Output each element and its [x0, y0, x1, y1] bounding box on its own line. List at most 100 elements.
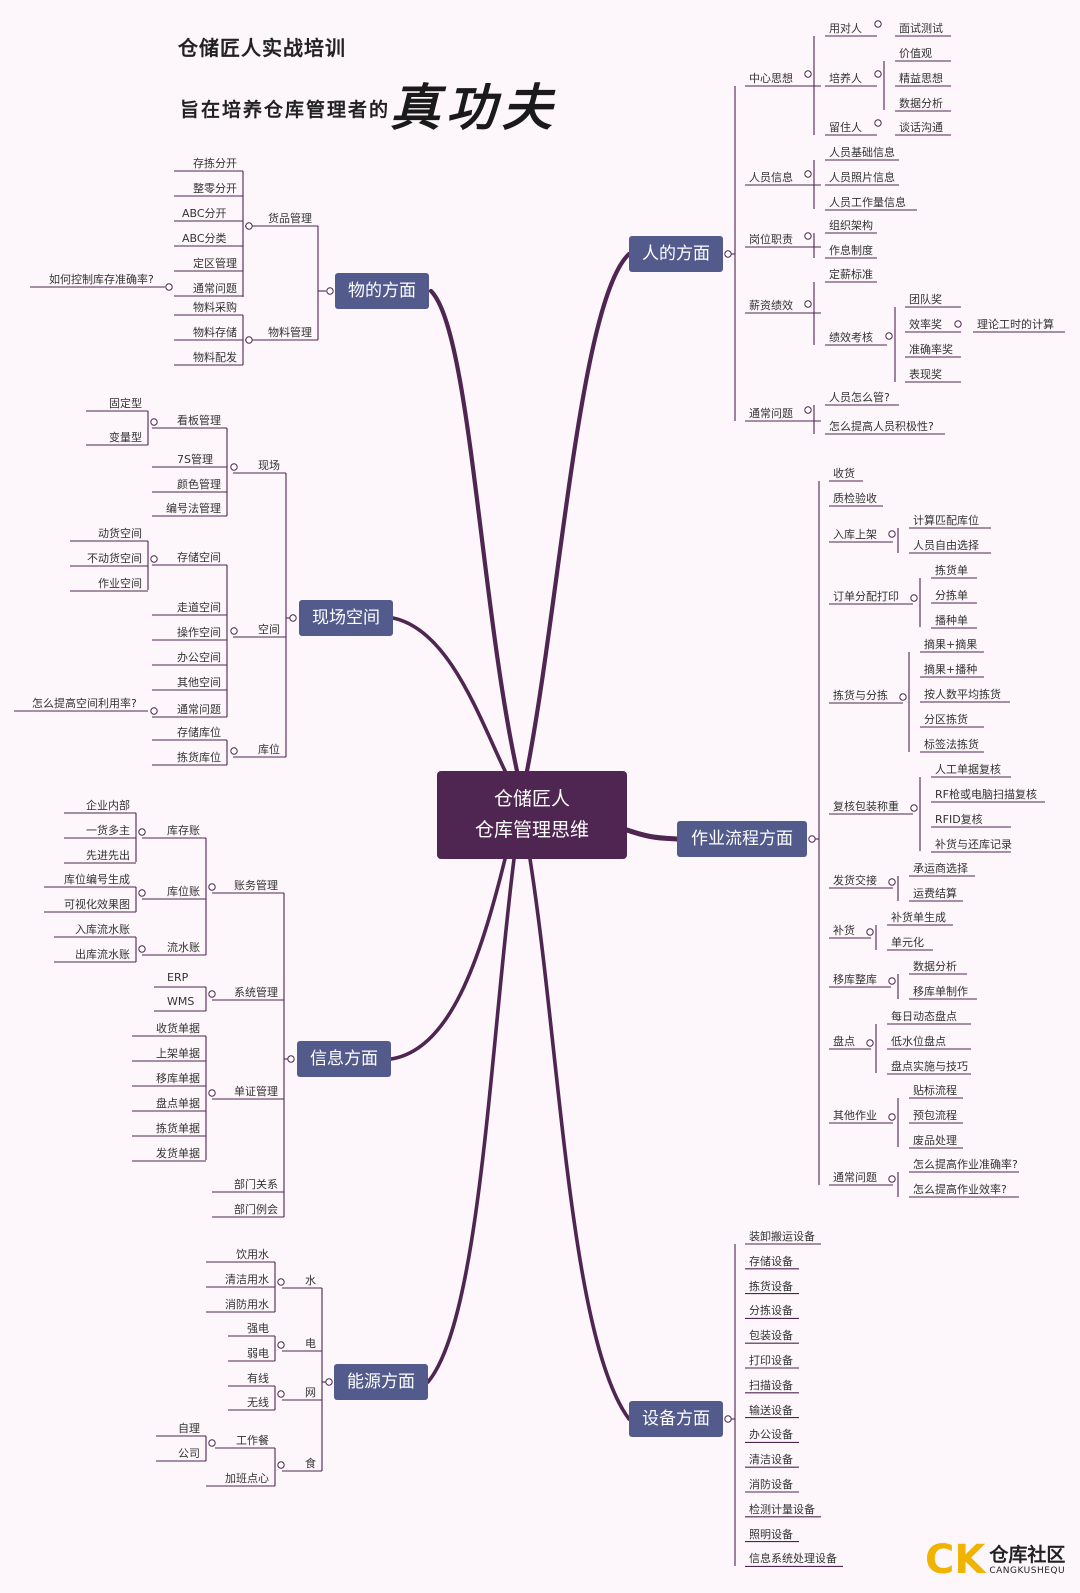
topic-node[interactable]: 计算匹配库位 [913, 514, 979, 527]
topic-node[interactable]: 分拣单 [935, 589, 968, 602]
topic-node[interactable]: 人工单据复核 [935, 763, 1001, 776]
collapse-toggle-icon[interactable] [165, 283, 173, 291]
topic-node[interactable]: 编号法管理 [166, 502, 221, 515]
topic-node[interactable]: 摘果+摘果 [924, 638, 978, 651]
topic-node[interactable]: 照明设备 [749, 1527, 793, 1541]
collapse-toggle-icon[interactable] [885, 332, 893, 340]
topic-node[interactable]: ERP [167, 971, 189, 984]
collapse-toggle-icon[interactable] [804, 232, 812, 240]
collapse-toggle-icon[interactable] [874, 119, 882, 127]
collapse-toggle-icon[interactable] [277, 1278, 285, 1286]
topic-node[interactable]: 用对人 [829, 22, 862, 35]
topic-node[interactable]: 系统管理 [234, 986, 278, 999]
topic-node[interactable]: 出库流水账 [75, 948, 130, 961]
topic-node[interactable]: 通常问题 [177, 703, 221, 716]
collapse-toggle-icon[interactable] [804, 300, 812, 308]
topic-node[interactable]: 承运商选择 [913, 862, 968, 875]
topic-node[interactable]: 存储空间 [177, 551, 221, 564]
topic-node[interactable]: 发货单据 [156, 1147, 200, 1160]
topic-node[interactable]: 人员工作量信息 [829, 196, 906, 209]
topic-node[interactable]: 单证管理 [234, 1085, 278, 1098]
topic-node[interactable]: 质检验收 [833, 492, 877, 505]
topic-node[interactable]: 网 [305, 1386, 316, 1399]
topic-node[interactable]: 复核包装称重 [833, 800, 899, 813]
topic-node[interactable]: 入库流水账 [75, 923, 130, 936]
topic-node[interactable]: 打印设备 [749, 1354, 793, 1367]
topic-node[interactable]: 数据分析 [899, 97, 943, 110]
topic-node[interactable]: 办公设备 [749, 1428, 793, 1442]
topic-node[interactable]: 整零分开 [193, 182, 237, 195]
topic-node[interactable]: 拣货设备 [749, 1279, 793, 1293]
collapse-toggle-icon[interactable] [277, 1461, 285, 1469]
topic-node[interactable]: 物料管理 [268, 326, 312, 339]
collapse-toggle-icon[interactable] [888, 1175, 896, 1183]
collapse-toggle-icon[interactable] [325, 1378, 333, 1386]
collapse-toggle-icon[interactable] [888, 878, 896, 886]
topic-node[interactable]: 分区拣货 [924, 713, 968, 726]
collapse-toggle-icon[interactable] [138, 889, 146, 897]
topic-node[interactable]: 饮用水 [236, 1248, 269, 1261]
topic-node[interactable]: 订单分配打印 [833, 590, 899, 603]
topic-node[interactable]: 看板管理 [177, 414, 221, 427]
collapse-toggle-icon[interactable] [208, 1089, 216, 1097]
topic-node[interactable]: 怎么提高人员积极性? [829, 420, 934, 433]
topic-node[interactable]: 效率奖 [909, 318, 942, 331]
topic-node[interactable]: 发货交接 [833, 874, 877, 887]
collapse-toggle-icon[interactable] [326, 287, 334, 295]
topic-node[interactable]: 低水位盘点 [891, 1035, 946, 1048]
topic-node[interactable]: 中心思想 [749, 72, 793, 85]
topic-node[interactable]: 摘果+播种 [924, 663, 978, 676]
topic-node[interactable]: 拣货库位 [177, 751, 221, 764]
collapse-toggle-icon[interactable] [888, 1113, 896, 1121]
topic-node[interactable]: 贴标流程 [913, 1084, 957, 1097]
collapse-toggle-icon[interactable] [245, 222, 253, 230]
topic-node[interactable]: 一货多主 [86, 824, 130, 837]
topic-node[interactable]: 收货单据 [156, 1022, 200, 1035]
topic-node[interactable]: 岗位职责 [749, 233, 793, 246]
topic-node[interactable]: 补货 [833, 924, 855, 937]
topic-node[interactable]: 定薪标准 [829, 268, 873, 281]
collapse-toggle-icon[interactable] [150, 707, 158, 715]
topic-node[interactable]: 不动货空间 [87, 552, 142, 565]
collapse-toggle-icon[interactable] [899, 693, 907, 701]
topic-node[interactable]: 通常问题 [193, 282, 237, 295]
topic-node[interactable]: 人员信息 [749, 171, 793, 184]
topic-node[interactable]: WMS [167, 995, 195, 1008]
branch-nengyuan[interactable]: 能源方面 [334, 1364, 428, 1400]
topic-node[interactable]: 颜色管理 [177, 478, 221, 491]
topic-node[interactable]: 拣货单 [935, 564, 968, 577]
topic-node[interactable]: 工作餐 [236, 1434, 269, 1447]
topic-node[interactable]: 单元化 [891, 936, 924, 949]
topic-node[interactable]: 账务管理 [234, 879, 278, 892]
topic-node[interactable]: ABC分开 [182, 207, 227, 220]
topic-node[interactable]: 存储库位 [177, 726, 221, 739]
collapse-toggle-icon[interactable] [888, 977, 896, 985]
topic-node[interactable]: 补货与还库记录 [935, 838, 1012, 851]
branch-zuoye[interactable]: 作业流程方面 [677, 821, 807, 857]
topic-node[interactable]: 价值观 [899, 47, 932, 60]
topic-node[interactable]: 上架单据 [156, 1047, 200, 1060]
topic-node[interactable]: 水 [305, 1274, 316, 1287]
collapse-toggle-icon[interactable] [150, 555, 158, 563]
collapse-toggle-icon[interactable] [910, 594, 918, 602]
topic-node[interactable]: 货品管理 [268, 212, 312, 225]
topic-node[interactable]: 移库整库 [833, 973, 877, 986]
topic-node[interactable]: 预包流程 [913, 1109, 957, 1122]
collapse-toggle-icon[interactable] [804, 406, 812, 414]
topic-node[interactable]: 操作空间 [177, 626, 221, 639]
topic-node[interactable]: 数据分析 [913, 960, 957, 973]
topic-node[interactable]: 装卸搬运设备 [749, 1230, 815, 1243]
topic-node[interactable]: 存拣分开 [193, 157, 237, 170]
topic-node[interactable]: 谈话沟通 [899, 121, 943, 134]
topic-node[interactable]: 准确率奖 [909, 343, 953, 356]
topic-node[interactable]: 无线 [247, 1396, 269, 1409]
topic-node[interactable]: 现场 [258, 459, 280, 472]
topic-node[interactable]: 盘点单据 [156, 1097, 200, 1110]
topic-node[interactable]: 部门关系 [234, 1178, 278, 1191]
topic-node[interactable]: 通常问题 [833, 1171, 877, 1184]
topic-node[interactable]: 物料采购 [193, 301, 237, 314]
collapse-toggle-icon[interactable] [874, 20, 882, 28]
topic-node[interactable]: 分拣设备 [749, 1304, 793, 1318]
topic-node[interactable]: 存储设备 [749, 1254, 793, 1268]
topic-node[interactable]: 信息系统处理设备 [749, 1552, 837, 1566]
